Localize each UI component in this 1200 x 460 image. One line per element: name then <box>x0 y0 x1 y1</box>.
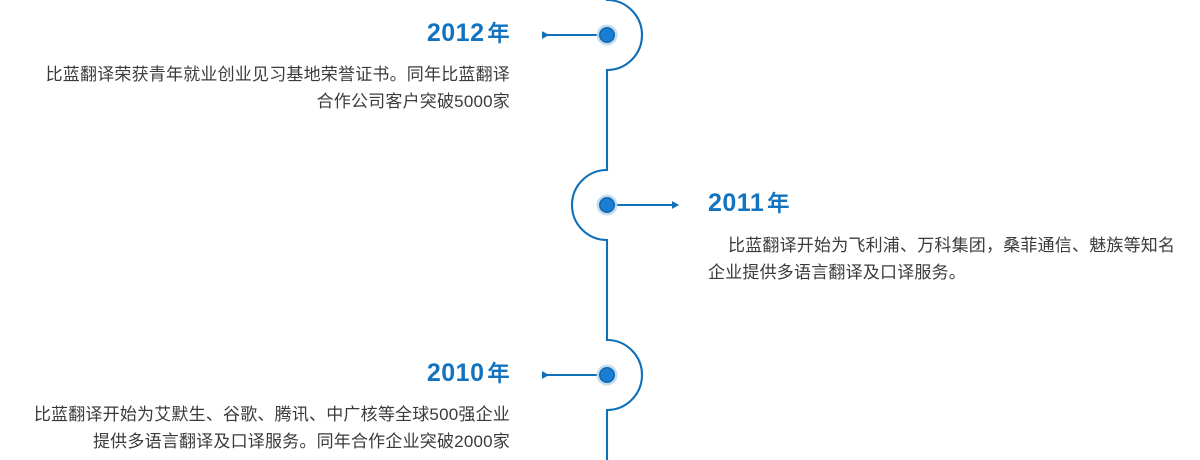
milestone-description-2011: 比蓝翻译开始为飞利浦、万科集团，桑菲通信、魅族等知名企业提供多语言翻译及口译服务… <box>708 235 1176 283</box>
node-2011-group <box>596 194 680 216</box>
year-value-2010: 2010 <box>426 359 485 387</box>
node-dot-2011[interactable] <box>600 198 614 212</box>
year-suffix-2010: 年 <box>487 361 510 386</box>
milestone-description-2010: 比蓝翻译开始为艾默生、谷歌、腾讯、中广核等全球500强企业提供多语言翻译及口译服… <box>33 404 510 452</box>
node-dot-2012[interactable] <box>600 28 614 42</box>
year-suffix-2011: 年 <box>767 191 790 216</box>
spine-path <box>571 0 643 460</box>
year-suffix-2012: 年 <box>487 21 510 46</box>
milestone-description-2012: 比蓝翻译荣获青年就业创业见习基地荣誉证书。同年比蓝翻译合作公司客户突破5000家 <box>45 64 510 112</box>
node-2012-group <box>542 24 618 46</box>
node-2010-group <box>542 364 618 386</box>
year-value-2011: 2011 <box>708 189 765 217</box>
spine-path-group <box>571 0 643 460</box>
node-dot-2010[interactable] <box>600 368 614 382</box>
year-value-2012: 2012 <box>426 19 485 47</box>
